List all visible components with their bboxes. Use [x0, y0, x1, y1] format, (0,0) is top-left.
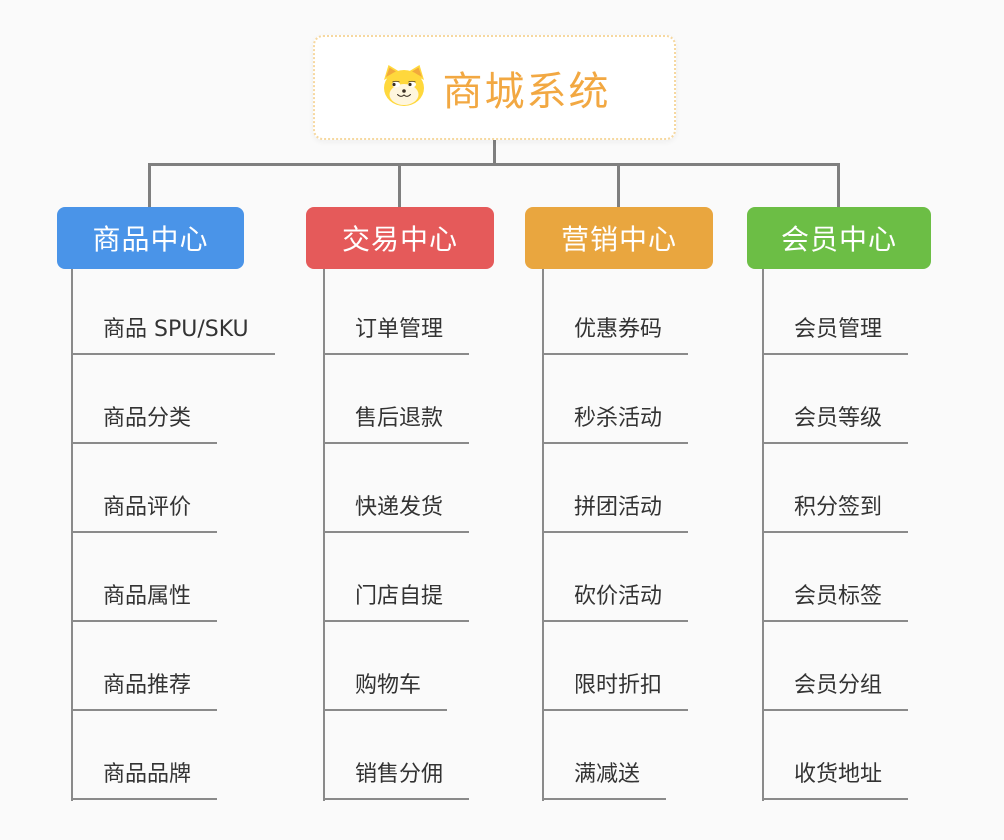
leaf-spine-line: [762, 269, 764, 801]
leaf-node[interactable]: 商品 SPU/SKU: [71, 315, 275, 355]
leaf-spine-line: [542, 269, 544, 801]
leaf-node[interactable]: 门店自提: [323, 582, 470, 622]
branch-drop-line: [617, 163, 620, 208]
leaf-node[interactable]: 快递发货: [323, 493, 470, 533]
branch-node-trade-center[interactable]: 交易中心: [306, 207, 494, 269]
leaf-node[interactable]: 优惠券码: [542, 315, 689, 355]
leaf-spine-line: [71, 269, 73, 801]
branch-horizontal-line: [149, 163, 840, 166]
branch-label: 商品中心: [92, 223, 209, 256]
leaf-node[interactable]: 商品分类: [71, 404, 218, 444]
branch-drop-line: [148, 163, 151, 208]
root-node-label: 商城系统: [442, 68, 611, 115]
branch-node-member-center[interactable]: 会员中心: [747, 207, 931, 269]
leaf-node[interactable]: 会员分组: [762, 671, 909, 711]
leaf-node[interactable]: 拼团活动: [542, 493, 689, 533]
branch-label: 交易中心: [341, 223, 458, 256]
leaf-node[interactable]: 销售分佣: [323, 760, 470, 800]
branch-node-marketing-center[interactable]: 营销中心: [525, 207, 713, 269]
branch-drop-line: [837, 163, 840, 208]
branch-label: 会员中心: [780, 223, 897, 256]
branch-node-product-center[interactable]: 商品中心: [57, 207, 244, 269]
leaf-node[interactable]: 会员管理: [762, 315, 909, 355]
leaf-node[interactable]: 砍价活动: [542, 582, 689, 622]
leaf-node[interactable]: 商品属性: [71, 582, 218, 622]
leaf-node[interactable]: 满减送: [542, 760, 667, 800]
leaf-node[interactable]: 售后退款: [323, 404, 470, 444]
leaf-node[interactable]: 订单管理: [323, 315, 470, 355]
branch-label: 营销中心: [560, 223, 677, 256]
leaf-node[interactable]: 会员等级: [762, 404, 909, 444]
leaf-node[interactable]: 秒杀活动: [542, 404, 689, 444]
leaf-node[interactable]: 商品评价: [71, 493, 218, 533]
root-stem-line: [493, 140, 496, 166]
root-node-mall-system[interactable]: 商城系统: [313, 35, 676, 140]
leaf-node[interactable]: 收货地址: [762, 760, 909, 800]
leaf-node[interactable]: 会员标签: [762, 582, 909, 622]
branch-drop-line: [398, 163, 401, 208]
leaf-node[interactable]: 购物车: [323, 671, 448, 711]
leaf-node[interactable]: 商品推荐: [71, 671, 218, 711]
shiba-dog-icon: [379, 63, 429, 113]
leaf-node[interactable]: 商品品牌: [71, 760, 218, 800]
leaf-spine-line: [323, 269, 325, 801]
leaf-node[interactable]: 限时折扣: [542, 671, 689, 711]
leaf-node[interactable]: 积分签到: [762, 493, 909, 533]
